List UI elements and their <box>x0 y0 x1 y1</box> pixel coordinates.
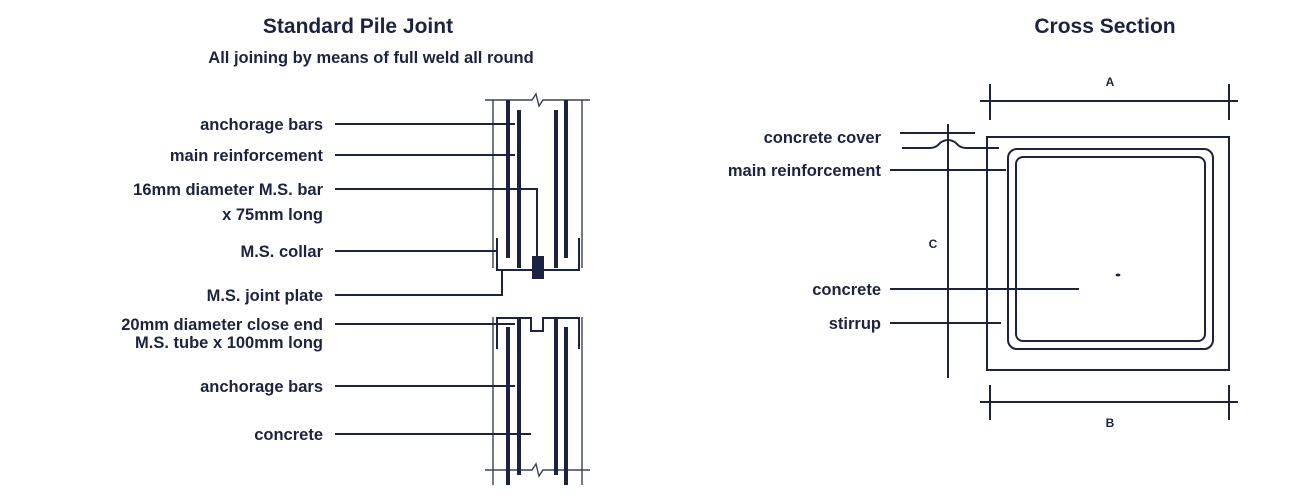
pile-joint-title: Standard Pile Joint <box>263 15 453 38</box>
joint-plate-block <box>532 256 544 279</box>
leader-line <box>335 270 503 296</box>
cross-section-title: Cross Section <box>1034 15 1175 38</box>
stirrup-inner <box>1015 156 1206 342</box>
top-break-line <box>485 92 590 108</box>
dimension-b-label: B <box>1106 416 1115 430</box>
pile-outline-square <box>986 136 1230 371</box>
ms-tube-collar-shape <box>496 317 580 349</box>
label-anchorage-bars-top: anchorage bars <box>200 116 323 134</box>
label-ms-joint-plate: M.S. joint plate <box>207 287 323 305</box>
dimension-b-line <box>980 385 1238 420</box>
label-concrete-cover: concrete cover <box>764 129 882 147</box>
pile-joint-subtitle: All joining by means of full weld all ro… <box>208 49 533 67</box>
pile-joint-labels: anchorage bars main reinforcement 16mm d… <box>121 116 323 444</box>
label-main-reinforcement-cs: main reinforcement <box>728 162 882 180</box>
dimension-a-label: A <box>1106 75 1115 89</box>
top-pile-outline <box>492 100 583 268</box>
label-ms-tube-line1: 20mm diameter close end <box>121 316 323 334</box>
label-ms-tube-line2: M.S. tube x 100mm long <box>135 334 323 352</box>
dimension-a-line <box>980 84 1238 120</box>
stirrup-outer <box>1007 148 1214 350</box>
bottom-pile-outline <box>492 317 583 485</box>
label-main-reinforcement: main reinforcement <box>170 147 324 165</box>
label-ms-collar: M.S. collar <box>240 243 323 261</box>
leader-line <box>335 188 538 256</box>
label-ms-bar-line2: x 75mm long <box>222 206 323 224</box>
label-concrete: concrete <box>254 426 323 444</box>
label-stirrup: stirrup <box>829 315 881 333</box>
label-anchorage-bars-bottom: anchorage bars <box>200 378 323 396</box>
cross-section-labels: concrete cover main reinforcement concre… <box>728 129 882 333</box>
dimension-c-label: C <box>929 237 938 251</box>
cross-section-drawing: A B C <box>890 75 1238 430</box>
pile-joint-drawing <box>335 92 590 485</box>
center-mark <box>1115 273 1121 277</box>
label-concrete-cs: concrete <box>812 281 881 299</box>
concrete-cover-bracket <box>902 139 999 149</box>
label-ms-bar-line1: 16mm diameter M.S. bar <box>133 181 323 199</box>
bottom-break-line <box>485 462 590 478</box>
